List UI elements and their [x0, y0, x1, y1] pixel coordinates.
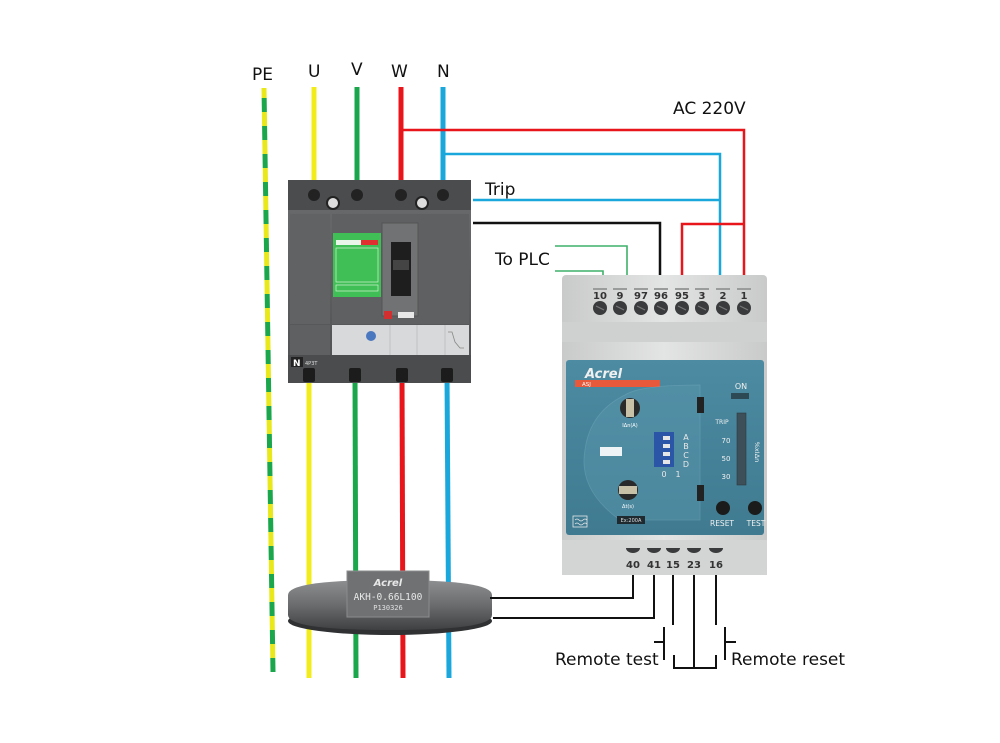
- dip-letter: B: [683, 442, 689, 451]
- ac-supply-n-wire: [443, 152, 722, 290]
- dip-switch[interactable]: [654, 432, 674, 467]
- ct-range-tag: Ex:200A: [621, 518, 642, 524]
- top-terminal-label: 2: [720, 291, 727, 302]
- top-terminal-label: 95: [675, 291, 689, 302]
- test-label: TEST: [746, 519, 766, 528]
- terminal-screw[interactable]: [666, 548, 680, 553]
- breaker-push-to-trip[interactable]: [384, 311, 392, 319]
- top-terminal-label: 9: [617, 291, 624, 302]
- ct-brand: Acrel: [373, 578, 403, 589]
- remote-common-bus: [673, 655, 717, 669]
- dip-one-label: 1: [675, 470, 680, 479]
- breaker-n-label: N: [293, 359, 301, 369]
- top-terminal-slot: [675, 288, 689, 290]
- dip-letter: C: [683, 451, 689, 460]
- top-terminal-slot: [716, 288, 730, 290]
- ct-model: AKH-0.66L100: [354, 592, 423, 603]
- plc-wire-9: [555, 245, 628, 288]
- top-terminal-label: 97: [634, 291, 648, 302]
- test-button[interactable]: [748, 501, 762, 515]
- screw-slot: [615, 305, 625, 311]
- phase-label-v: V: [351, 60, 363, 80]
- scale-unit: %xIΔn: [753, 442, 761, 463]
- top-terminal-slot: [613, 288, 627, 290]
- remote-reset-switch-icon: [724, 627, 736, 660]
- screw-slot: [656, 305, 666, 311]
- top-terminal-slot: [654, 288, 668, 290]
- top-terminal-label: 10: [593, 291, 607, 302]
- screw-slot: [677, 305, 687, 311]
- top-terminal-label: 1: [741, 291, 748, 302]
- scale-30: 30: [722, 473, 731, 481]
- breaker-setting-dial[interactable]: [366, 331, 376, 341]
- dip-zero-label: 0: [661, 470, 666, 479]
- dial2-unit: Δt(s): [622, 504, 634, 510]
- trip-scale-label: TRIP: [714, 419, 729, 426]
- screw-slot: [718, 305, 728, 311]
- ct-serial: P130326: [373, 604, 403, 612]
- phase-label-w: W: [391, 62, 408, 82]
- phase-label-pe: PE: [252, 65, 273, 85]
- top-terminal-label: 96: [654, 291, 668, 302]
- relay-model: ASJ: [582, 382, 591, 388]
- current-transformer: Acrel AKH-0.66L100 P130326: [288, 570, 492, 635]
- screw-slot: [595, 305, 605, 311]
- reset-button[interactable]: [716, 501, 730, 515]
- remote-reset-label: Remote reset: [731, 650, 846, 670]
- top-terminal-slot: [634, 288, 648, 290]
- remote-test-label: Remote test: [555, 650, 659, 670]
- screw-slot: [697, 305, 707, 311]
- breaker-pole-label: 4P3T: [305, 361, 318, 367]
- top-terminal-slot: [695, 288, 709, 290]
- ct-wire-41: [493, 572, 655, 619]
- terminal-screw[interactable]: [647, 548, 661, 553]
- dip-letter: D: [683, 460, 689, 469]
- screw-slot: [739, 305, 749, 311]
- bottom-terminal-label: 23: [687, 560, 701, 571]
- remote-test-switch-icon: [654, 627, 665, 660]
- top-terminal-label: 3: [699, 291, 706, 302]
- bottom-terminal-label: 41: [647, 560, 661, 571]
- relay-95-red-wire: [680, 222, 744, 290]
- terminal-screw[interactable]: [687, 548, 701, 553]
- pe-wire: [261, 87, 276, 673]
- dip-letter: A: [683, 433, 689, 442]
- reset-label: RESET: [710, 519, 734, 528]
- trip-label: Trip: [485, 180, 516, 200]
- bottom-terminal-label: 40: [626, 560, 640, 571]
- screw-slot: [636, 305, 646, 311]
- terminal-screw[interactable]: [626, 548, 640, 553]
- dial1-unit: IΔn(A): [622, 423, 637, 429]
- bottom-terminal-label: 15: [666, 560, 680, 571]
- phase-label-u: U: [308, 62, 321, 82]
- bottom-terminal-label: 16: [709, 560, 723, 571]
- leakage-bar-indicator: [736, 412, 747, 486]
- ct-wire-40: [490, 572, 634, 599]
- bottom-terminal-block: 40 41 15 23 16: [626, 548, 723, 571]
- on-led: [731, 393, 749, 399]
- scale-70: 70: [722, 437, 731, 445]
- trip-black-wire: [473, 221, 662, 290]
- top-terminal-slot: [593, 288, 607, 290]
- terminal-screw[interactable]: [709, 548, 723, 553]
- scale-50: 50: [722, 455, 731, 463]
- to-plc-label: To PLC: [495, 250, 550, 270]
- on-label: ON: [735, 382, 747, 391]
- ac-220v-label: AC 220V: [673, 99, 746, 119]
- top-terminal-slot: [737, 288, 751, 290]
- relay-brand: Acrel: [584, 367, 623, 382]
- top-terminal-block: 10 9 97 96 95 3 2 1: [593, 288, 751, 315]
- ac-supply-w-wire: [401, 128, 746, 290]
- ac-wave-icon: [572, 515, 588, 528]
- circuit-breaker: N 4P3T: [288, 180, 471, 383]
- phase-label-n: N: [437, 62, 450, 82]
